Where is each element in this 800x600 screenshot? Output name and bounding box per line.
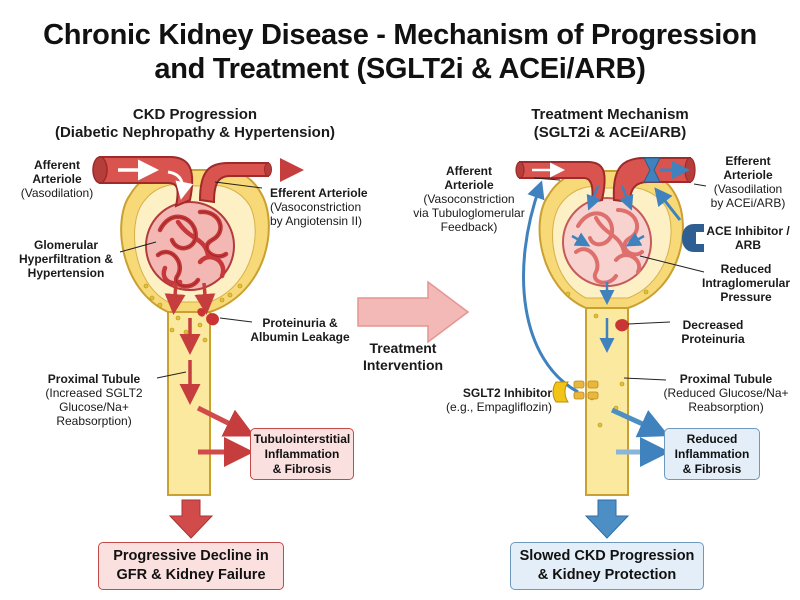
left-nephron: [92, 156, 304, 539]
left-afferent-title-2: Arteriole: [32, 172, 82, 186]
right-prox-desc-2: Reabsorption): [688, 400, 764, 414]
treatment-intervention-label: Treatment Intervention: [348, 340, 458, 374]
right-proximal-label: Proximal Tubule (Reduced Glucose/Na+ Rea…: [656, 372, 796, 414]
right-efferent-label: Efferent Arteriole (Vasodilation by ACEi…: [700, 154, 796, 210]
right-aff-title-1: Afferent: [445, 164, 492, 178]
left-prox-desc-2: Glucose/Na+: [59, 400, 129, 414]
left-fibrosis-box: Tubulointerstitial Inflammation & Fibros…: [250, 428, 354, 480]
title-line-1: Chronic Kidney Disease - Mechanism of Pr…: [43, 19, 757, 51]
feedback-arrow: [522, 180, 579, 394]
right-inflammation-box: Reduced Inflammation & Fibrosis: [664, 428, 760, 480]
left-prot-line-1: Proteinuria &: [262, 316, 338, 330]
left-afferent-desc: (Vasodilation): [20, 186, 94, 200]
decreased-proteinuria-label: Decreased Proteinuria: [668, 318, 758, 346]
left-prot-line-2: Albumin Leakage: [250, 330, 350, 344]
right-aff-desc-3: Feedback): [440, 220, 498, 234]
left-glom-line-1: Glomerular: [33, 238, 99, 252]
red-line-2: Intraglomerular: [701, 276, 791, 290]
efferent-dilation-marker: [643, 157, 661, 183]
right-nephron: [515, 157, 704, 539]
page-title: Chronic Kidney Disease - Mechanism of Pr…: [0, 18, 800, 86]
left-header-line-2: (Diabetic Nephropathy & Hypertension): [54, 124, 336, 141]
right-box-line-3: & Fibrosis: [682, 462, 742, 476]
left-efferent-label: Efferent Arteriole (Vasoconstriction by …: [270, 186, 390, 228]
right-eff-title-1: Efferent: [725, 154, 771, 168]
right-eff-desc-1: (Vasodilation: [713, 182, 783, 196]
left-decline-arrow: [168, 499, 214, 539]
right-box-line-2: Inflammation: [674, 447, 750, 461]
right-prox-title: Proximal Tubule: [679, 372, 773, 386]
right-aff-desc-1: (Vasoconstriction: [423, 192, 515, 206]
left-fibrosis-box-line-1: Tubulointerstitial: [253, 432, 351, 446]
right-protein-blob: [615, 319, 629, 332]
right-afferent-label: Afferent Arteriole (Vasoconstriction via…: [404, 164, 534, 234]
left-fibrosis-arrow-1: [196, 405, 255, 437]
right-outcome-line-2: & Kidney Protection: [537, 567, 677, 583]
sglt-desc: (e.g., Empagliflozin): [445, 400, 552, 414]
title-line-2: and Treatment (SGLT2i & ACEi/ARB): [154, 53, 646, 85]
left-header: CKD Progression (Diabetic Nephropathy & …: [40, 106, 350, 142]
right-outcome-line-1: Slowed CKD Progression: [519, 548, 695, 564]
left-efferent-desc-1: (Vasoconstriction: [270, 200, 362, 214]
red-line-3: Pressure: [720, 290, 772, 304]
dec-line-2: Proteinuria: [681, 332, 745, 346]
left-prox-desc-3: Reabsorption): [56, 414, 132, 428]
sglt2-inhibitor-shape: [552, 381, 569, 403]
sglt2-transporter: [573, 380, 599, 400]
left-afferent-title-1: Afferent: [33, 158, 80, 172]
treatment-arrow: [357, 280, 470, 344]
right-header-line-2: (SGLT2i & ACEi/ARB): [533, 124, 687, 141]
treatment-line-2: Intervention: [362, 357, 444, 373]
left-fibrosis-box-line-3: & Fibrosis: [272, 462, 332, 476]
left-albumin-dots: [143, 283, 243, 343]
left-proteinuria-label: Proteinuria & Albumin Leakage: [244, 316, 356, 344]
right-inflammation-arrow-1: [610, 407, 670, 438]
left-outcome-line-1: Progressive Decline in: [113, 548, 269, 564]
treatment-line-1: Treatment: [369, 340, 437, 356]
reduced-pressure-label: Reduced Intraglomerular Pressure: [696, 262, 796, 304]
right-outcome-box: Slowed CKD Progression & Kidney Protecti…: [510, 542, 704, 590]
right-eff-desc-2: by ACEi/ARB): [710, 196, 786, 210]
left-header-line-1: CKD Progression: [132, 106, 258, 123]
left-outcome-box: Progressive Decline in GFR & Kidney Fail…: [98, 542, 284, 590]
left-afferent-label: Afferent Arteriole (Vasodilation): [14, 158, 100, 200]
right-aff-title-2: Arteriole: [444, 178, 494, 192]
sglt-title: SGLT2 Inhibitor: [462, 386, 552, 400]
right-box-line-1: Reduced: [686, 432, 738, 446]
right-eff-title-2: Arteriole: [723, 168, 773, 182]
red-line-1: Reduced: [720, 262, 772, 276]
left-glom-line-2: Hyperfiltration &: [18, 252, 113, 266]
left-outcome-line-2: GFR & Kidney Failure: [116, 567, 266, 583]
left-fibrosis-box-line-2: Inflammation: [264, 447, 340, 461]
right-header: Treatment Mechanism (SGLT2i & ACEi/ARB): [460, 106, 760, 142]
right-header-line-1: Treatment Mechanism: [531, 106, 689, 123]
left-protein-blob: [206, 313, 219, 326]
ace-inhibitor-shape: [682, 224, 704, 252]
left-prox-desc-1: (Increased SGLT2: [45, 386, 143, 400]
ace-inhibitor-label: ACE Inhibitor / ARB: [700, 224, 796, 252]
left-prox-title: Proximal Tubule: [47, 372, 141, 386]
right-aff-desc-2: via Tubuloglomerular: [413, 206, 525, 220]
ace-line-1: ACE Inhibitor /: [706, 224, 790, 238]
right-protection-arrow: [584, 499, 630, 539]
left-efferent-desc-2: by Angiotensin II): [270, 214, 363, 228]
ace-line-2: ARB: [735, 238, 761, 252]
dec-line-1: Decreased: [682, 318, 744, 332]
left-proximal-label: Proximal Tubule (Increased SGLT2 Glucose…: [32, 372, 156, 428]
sglt2-inhibitor-label: SGLT2 Inhibitor (e.g., Empagliflozin): [420, 386, 552, 414]
left-efferent-title: Efferent Arteriole: [270, 186, 368, 200]
right-prox-desc-1: (Reduced Glucose/Na+: [663, 386, 789, 400]
left-glomerular-label: Glomerular Hyperfiltration & Hypertensio…: [10, 238, 122, 280]
left-glom-line-3: Hypertension: [27, 266, 105, 280]
